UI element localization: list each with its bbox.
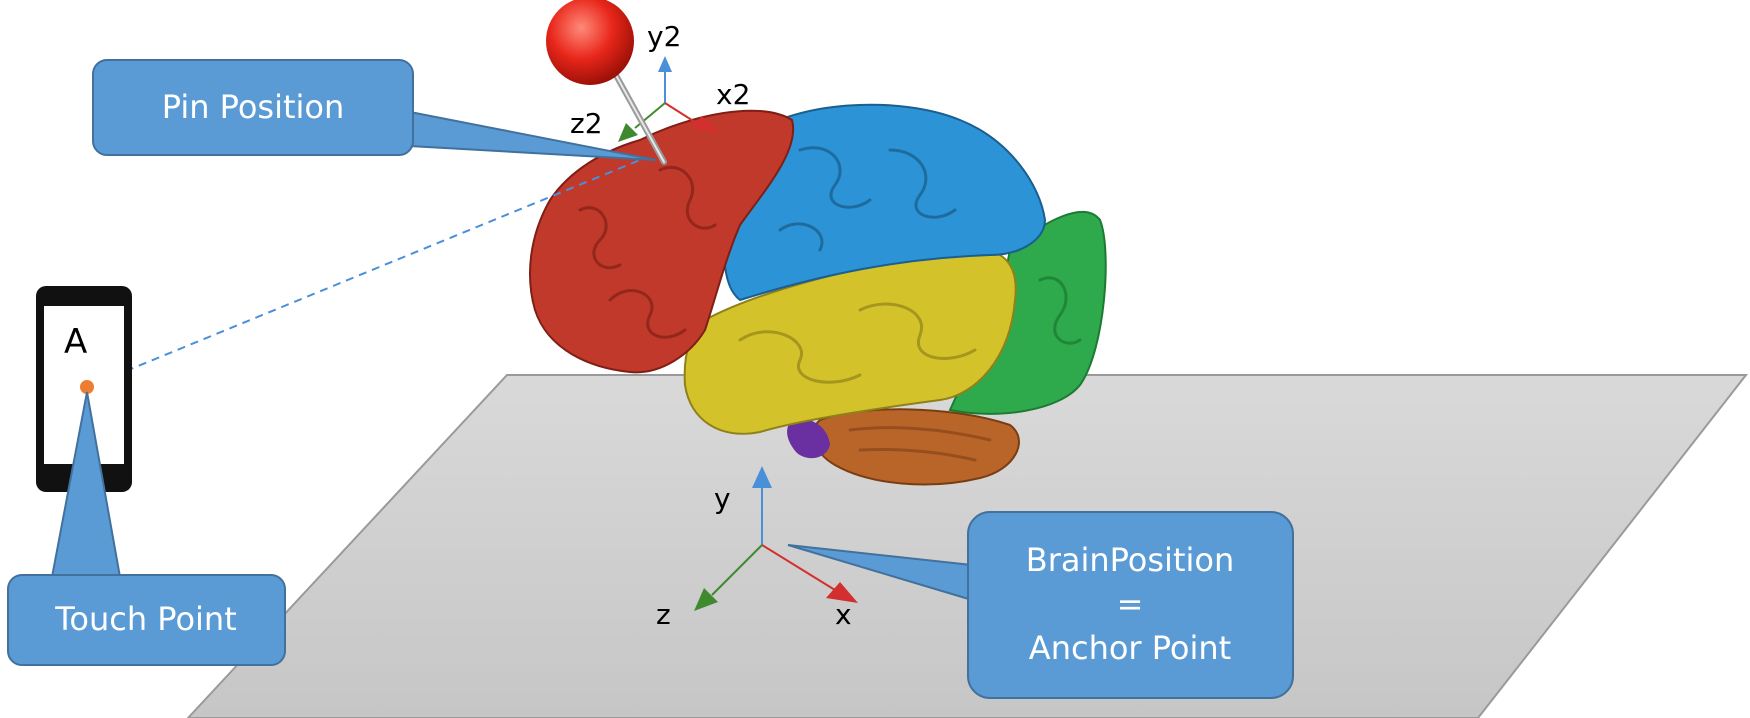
callout-brain-position-box bbox=[967, 511, 1294, 699]
callout-brain-position-line2: = bbox=[1117, 585, 1144, 623]
pin-axis-x-arrowhead bbox=[690, 116, 720, 133]
anchor-axis-y-arrowhead bbox=[752, 466, 772, 488]
anchor-axis-x-line bbox=[761, 544, 836, 591]
pin-axis-z-label: z2 bbox=[570, 107, 603, 140]
callout-touch-point-box bbox=[7, 574, 286, 666]
touch-point-dot bbox=[80, 380, 94, 394]
brain-model bbox=[529, 103, 1107, 486]
pin-marker bbox=[546, 0, 667, 165]
pin-axis-x-line bbox=[664, 102, 699, 125]
phone-screen-label: A bbox=[64, 322, 87, 362]
callout-touch-point: Touch Point bbox=[7, 391, 286, 666]
pin-axes: y2 x2 z2 bbox=[570, 20, 750, 142]
brain-frontal-lobe bbox=[529, 109, 795, 374]
callout-brain-position: BrainPosition = Anchor Point bbox=[787, 511, 1294, 699]
anchor-axis-x-arrowhead bbox=[826, 582, 858, 603]
touch-ray-dashed-line bbox=[86, 159, 641, 388]
anchor-axis-z-arrowhead bbox=[694, 588, 718, 611]
callout-pin-position-box bbox=[92, 59, 414, 156]
pin-needle-highlight bbox=[611, 67, 665, 163]
callout-pin-position: Pin Position bbox=[92, 59, 657, 161]
brain-gyri bbox=[578, 146, 1082, 462]
brain-stem bbox=[787, 418, 830, 459]
callout-pin-position-text: Pin Position bbox=[162, 88, 345, 126]
pin-axis-y-label: y2 bbox=[647, 20, 681, 53]
anchor-axis-y-label: y bbox=[714, 482, 731, 515]
pin-axis-x-label: x2 bbox=[716, 78, 750, 111]
pin-axis-z-arrowhead bbox=[618, 123, 638, 142]
callout-brain-position-line3: Anchor Point bbox=[1029, 629, 1231, 667]
anchor-axis-x-label: x bbox=[835, 598, 852, 631]
anchor-axes: y x z bbox=[656, 466, 858, 631]
callout-pin-position-pointer bbox=[409, 110, 657, 161]
callout-touch-point-text: Touch Point bbox=[54, 600, 236, 638]
anchor-axis-z-line bbox=[711, 544, 763, 596]
pin-head bbox=[546, 0, 634, 85]
smartphone: A bbox=[36, 286, 132, 492]
pin-axis-y-arrowhead bbox=[658, 56, 672, 72]
callout-brain-position-line1: BrainPosition bbox=[1026, 541, 1234, 579]
brain-cerebellum bbox=[812, 408, 1020, 486]
anchor-axis-z-label: z bbox=[656, 598, 671, 631]
